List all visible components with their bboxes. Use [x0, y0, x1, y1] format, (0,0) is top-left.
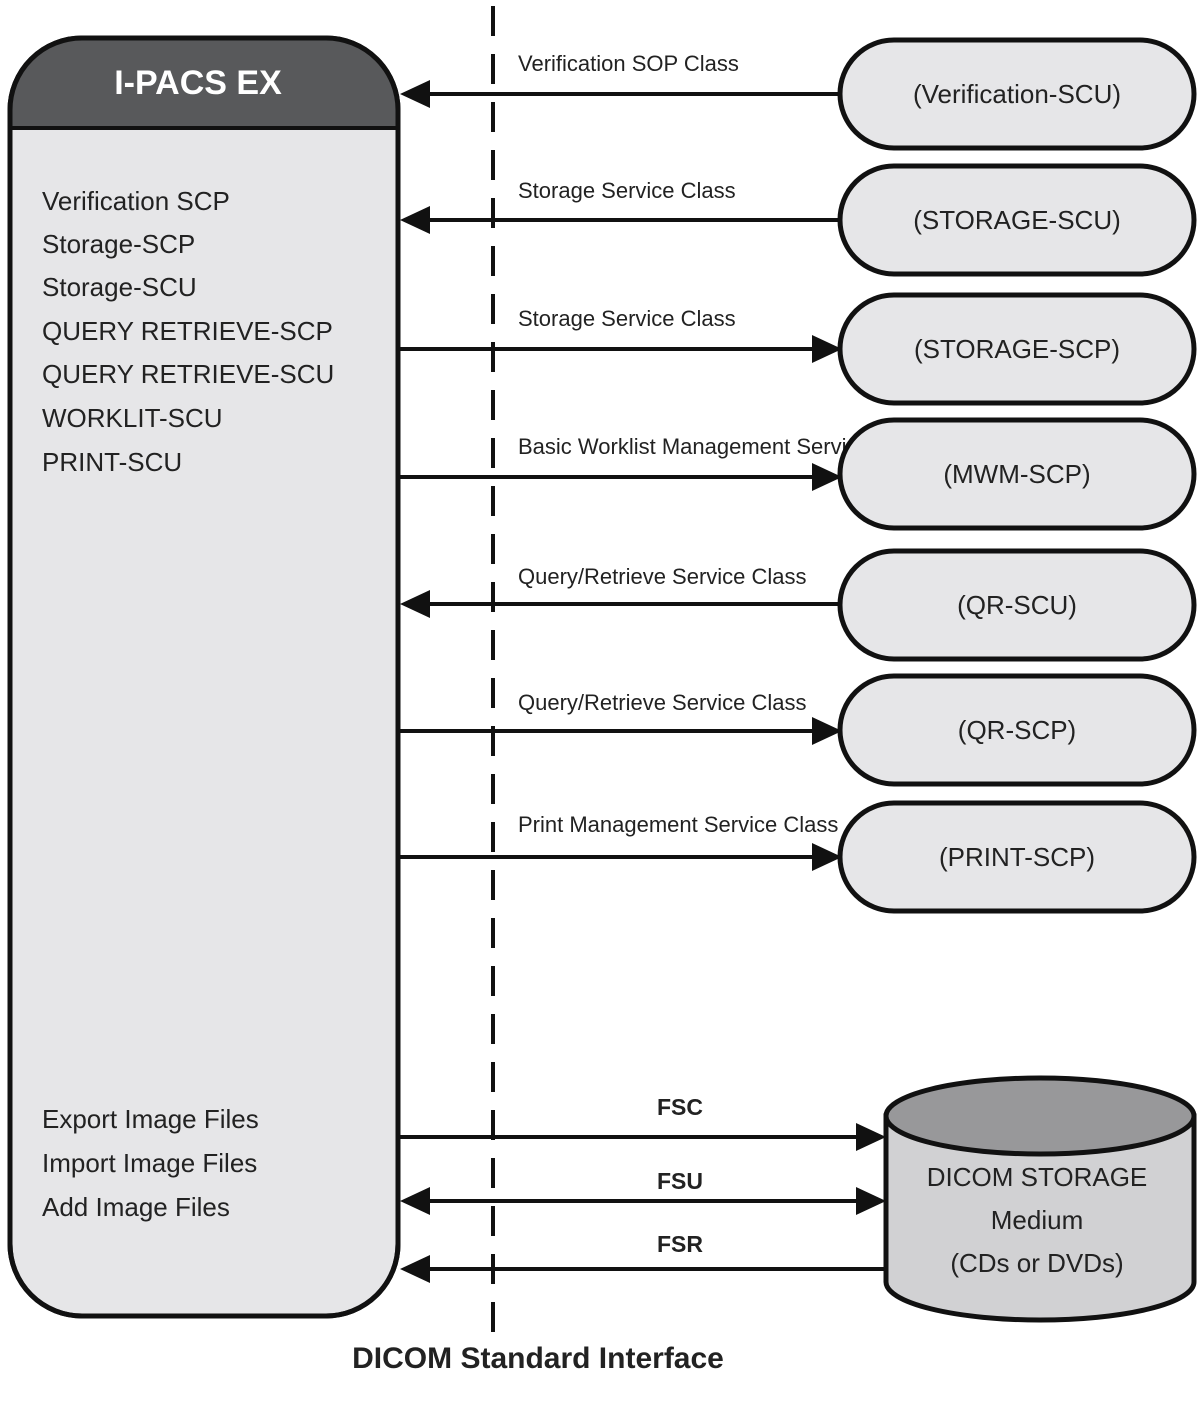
- capability-item: QUERY RETRIEVE-SCP: [42, 316, 333, 346]
- peer-node: (Verification-SCU): [837, 37, 1197, 151]
- main-application-box: I-PACS EX Verification SCP Storage-SCP S…: [7, 35, 401, 1319]
- peer-node-shape: [837, 163, 1197, 277]
- service-label: Storage Service Class: [518, 178, 736, 203]
- capability-item: PRINT-SCU: [42, 447, 182, 477]
- file-function-item: Export Image Files: [42, 1104, 259, 1134]
- service-link: Basic Worklist Management Service: [398, 434, 870, 491]
- arrowhead-right-icon: [856, 1123, 886, 1151]
- file-function-item: Import Image Files: [42, 1148, 257, 1178]
- service-link: Print Management Service Class: [398, 812, 842, 871]
- peer-node: (QR-SCP): [837, 673, 1197, 787]
- peer-node: (PRINT-SCP): [837, 800, 1197, 914]
- arrowhead-right-icon: [856, 1187, 886, 1215]
- media-link-label: FSU: [657, 1168, 703, 1194]
- arrowhead-right-icon: [812, 335, 842, 363]
- cylinder-body: [883, 1113, 1197, 1323]
- peer-node: (STORAGE-SCP): [837, 292, 1197, 406]
- media-link-fsu: FSU: [400, 1168, 886, 1215]
- peer-node: (QR-SCU): [837, 548, 1197, 662]
- storage-medium-label: DICOM STORAGE: [927, 1162, 1148, 1192]
- arrowhead-right-icon: [812, 843, 842, 871]
- peer-node-label: (QR-SCU): [957, 590, 1077, 620]
- arrowhead-left-icon: [400, 1255, 430, 1283]
- capability-item: Verification SCP: [42, 186, 230, 216]
- media-link-fsr: FSR: [400, 1231, 886, 1283]
- service-label: Print Management Service Class: [518, 812, 838, 837]
- peer-node-shape: [837, 37, 1197, 151]
- storage-medium-cylinder: DICOM STORAGE Medium (CDs or DVDs): [883, 1075, 1197, 1323]
- arrowhead-left-icon: [400, 206, 430, 234]
- peer-node-label: (STORAGE-SCU): [913, 205, 1121, 235]
- peer-node-label: (PRINT-SCP): [939, 842, 1095, 872]
- main-box-title-bar: [10, 38, 398, 128]
- peer-node-shape: [837, 800, 1197, 914]
- peer-node: (STORAGE-SCU): [837, 163, 1197, 277]
- main-box-title: I-PACS EX: [114, 64, 282, 102]
- capability-item: WORKLIT-SCU: [42, 403, 223, 433]
- peer-node-label: (STORAGE-SCP): [914, 334, 1120, 364]
- cylinder-top: [883, 1075, 1197, 1157]
- peer-node: (MWM-SCP): [837, 417, 1197, 531]
- arrowhead-left-icon: [400, 1187, 430, 1215]
- file-function-item: Add Image Files: [42, 1192, 230, 1222]
- service-label: Query/Retrieve Service Class: [518, 690, 807, 715]
- arrowhead-left-icon: [400, 590, 430, 618]
- service-label: Basic Worklist Management Service: [518, 434, 870, 459]
- peer-node-shape: [837, 417, 1197, 531]
- peer-node-label: (QR-SCP): [958, 715, 1076, 745]
- arrowhead-right-icon: [812, 463, 842, 491]
- arrowhead-right-icon: [812, 717, 842, 745]
- peer-node-shape: [837, 673, 1197, 787]
- arrowhead-left-icon: [400, 80, 430, 108]
- media-link-label: FSC: [657, 1094, 703, 1120]
- storage-medium-label: Medium: [991, 1205, 1083, 1235]
- service-link: Storage Service Class: [400, 178, 842, 234]
- service-link: Query/Retrieve Service Class: [398, 690, 842, 745]
- service-link: Query/Retrieve Service Class: [400, 564, 842, 618]
- peer-node-shape: [837, 292, 1197, 406]
- service-label: Verification SOP Class: [518, 51, 739, 76]
- capability-item: Storage-SCU: [42, 272, 197, 302]
- capability-item: QUERY RETRIEVE-SCU: [42, 359, 334, 389]
- service-label: Query/Retrieve Service Class: [518, 564, 807, 589]
- service-label: Storage Service Class: [518, 306, 736, 331]
- media-link-label: FSR: [657, 1231, 703, 1257]
- peer-node-label: (Verification-SCU): [913, 79, 1121, 109]
- storage-medium-label: (CDs or DVDs): [950, 1248, 1123, 1278]
- capability-item: Storage-SCP: [42, 229, 195, 259]
- media-link-fsc: FSC: [398, 1094, 886, 1151]
- service-link: Storage Service Class: [398, 306, 842, 363]
- peer-node-label: (MWM-SCP): [943, 459, 1090, 489]
- diagram-footer-title: DICOM Standard Interface: [352, 1342, 724, 1375]
- service-link: Verification SOP Class: [400, 51, 842, 108]
- peer-node-shape: [837, 548, 1197, 662]
